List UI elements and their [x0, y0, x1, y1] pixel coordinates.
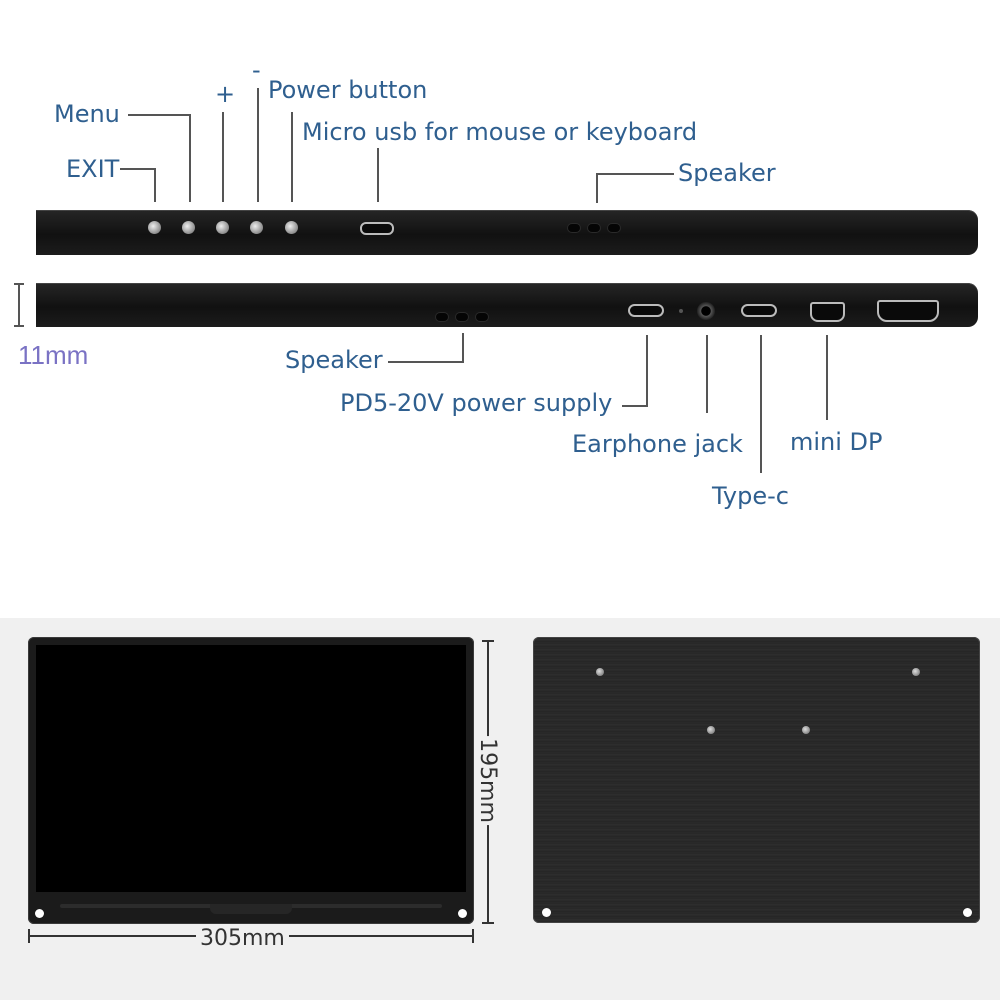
menu-leader-h — [128, 114, 190, 116]
speaker-grille-bottom-3 — [476, 313, 488, 321]
exit-leader-v — [154, 168, 156, 202]
indicator-led — [679, 309, 683, 313]
minus-leader — [257, 88, 259, 202]
thickness-dim-cap-bottom — [14, 325, 24, 327]
power-button-label: Power button — [268, 76, 428, 104]
bezel-mount-hole-left — [35, 909, 44, 918]
plus-leader — [222, 112, 224, 202]
micro-usb-label: Micro usb for mouse or keyboard — [302, 118, 698, 146]
micro-usb-leader — [377, 148, 379, 202]
back-mount-hole-right — [963, 908, 972, 917]
speaker-bottom-leader-h — [388, 361, 464, 363]
minus-button[interactable] — [250, 221, 263, 234]
monitor-top-edge — [36, 210, 978, 255]
speaker-grille-top-2 — [588, 224, 600, 232]
micro-usb-port[interactable] — [360, 222, 394, 235]
mini-dp-label: mini DP — [790, 428, 883, 456]
pd-type-c-port[interactable] — [628, 304, 664, 317]
speaker-grille-top-1 — [568, 224, 580, 232]
monitor-screen — [36, 645, 466, 892]
minus-label: - — [252, 56, 261, 84]
earphone-jack-port[interactable] — [697, 302, 715, 320]
menu-label: Menu — [54, 100, 120, 128]
thickness-label: 11mm — [18, 340, 89, 370]
speaker-grille-bottom-1 — [436, 313, 448, 321]
exit-label: EXIT — [66, 155, 120, 183]
menu-leader-v — [189, 114, 191, 202]
exit-button[interactable] — [148, 221, 161, 234]
speaker-grille-top-3 — [608, 224, 620, 232]
earphone-label: Earphone jack — [572, 430, 743, 458]
speaker-top-leader-v — [596, 173, 598, 203]
mini-dp-leader — [826, 335, 828, 420]
height-dim-cap-bottom — [482, 922, 494, 924]
type-c-label: Type-c — [712, 482, 789, 510]
width-label: 305mm — [196, 926, 289, 951]
pd-power-leader-v — [646, 335, 648, 407]
plus-label: + — [215, 80, 236, 108]
plus-button[interactable] — [216, 221, 229, 234]
speaker-top-leader-h — [596, 173, 674, 175]
height-label: 195mm — [474, 736, 500, 825]
width-dim-cap-right — [472, 929, 474, 943]
speaker-top-label: Speaker — [678, 159, 776, 187]
mini-dp-port[interactable] — [810, 302, 845, 322]
back-screw-top-left — [596, 668, 604, 676]
bezel-center-notch — [210, 904, 292, 914]
back-screw-top-right — [912, 668, 920, 676]
back-screw-vesa-right — [802, 726, 810, 734]
pd-power-leader-h — [622, 405, 648, 407]
bezel-mount-hole-right — [458, 909, 467, 918]
speaker-bottom-label: Speaker — [285, 346, 383, 374]
power-button[interactable] — [285, 221, 298, 234]
back-mount-hole-left — [542, 908, 551, 917]
speaker-grille-bottom-2 — [456, 313, 468, 321]
pd-power-label: PD5-20V power supply — [340, 389, 613, 417]
menu-button[interactable] — [182, 221, 195, 234]
speaker-bottom-leader-v — [462, 333, 464, 363]
thickness-dim-line — [18, 283, 20, 327]
earphone-leader — [706, 335, 708, 413]
power-leader — [291, 112, 293, 202]
type-c-leader — [760, 335, 762, 473]
exit-leader-h — [120, 168, 155, 170]
back-screw-vesa-left — [707, 726, 715, 734]
monitor-back-panel — [533, 637, 980, 923]
hdmi-port[interactable] — [877, 300, 939, 322]
type-c-port[interactable] — [741, 304, 777, 317]
